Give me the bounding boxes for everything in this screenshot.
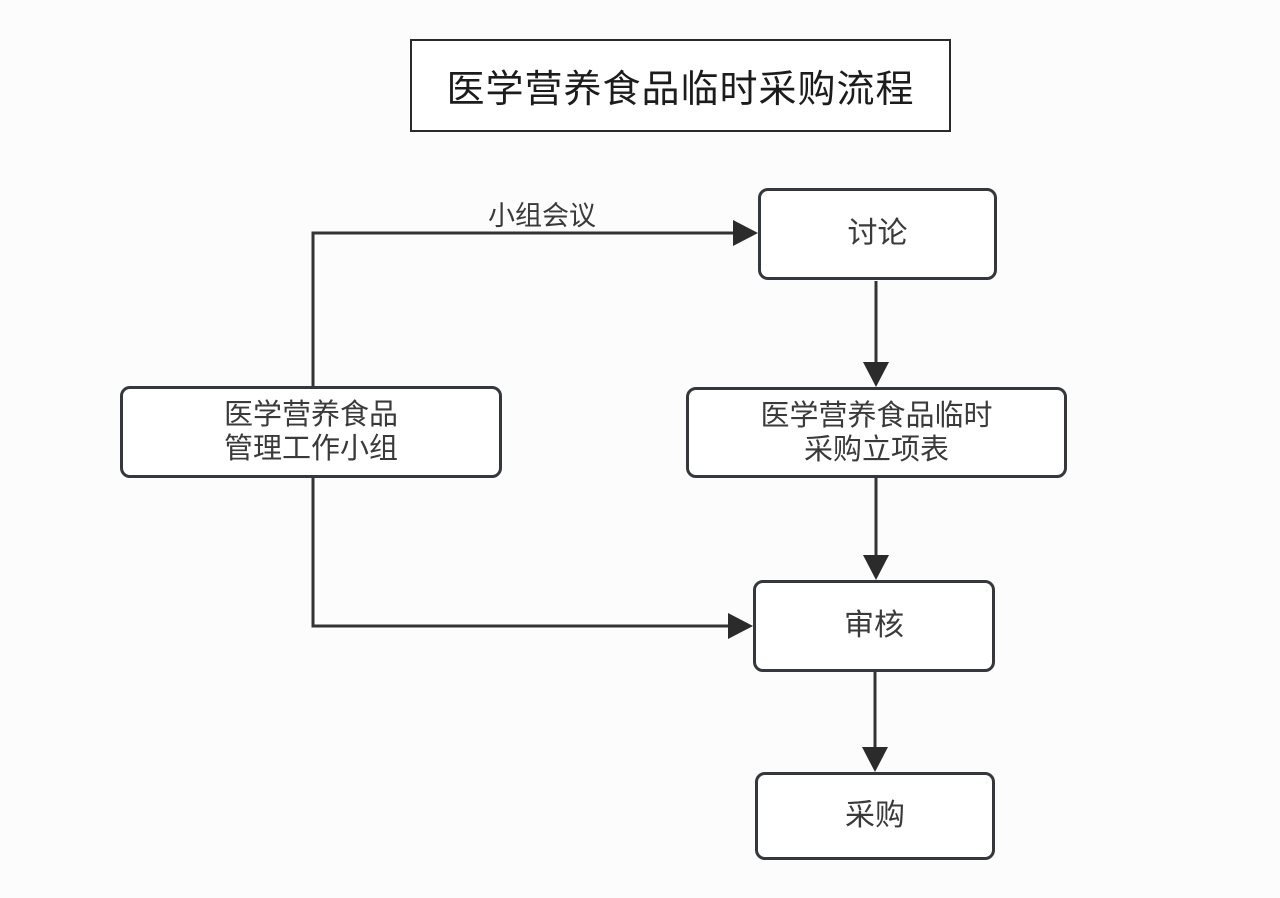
diagram-title-text: 医学营养食品临时采购流程 bbox=[446, 69, 915, 111]
edge-label-group-meeting-text: 小组会议 bbox=[488, 201, 596, 231]
arrowhead-right-icon bbox=[728, 613, 753, 639]
node-review: 审核 bbox=[753, 580, 995, 672]
node-management-group: 医学营养食品 管理工作小组 bbox=[120, 386, 502, 478]
node-project-form-line1: 医学营养食品临时 bbox=[760, 399, 993, 432]
edge-label-group-meeting: 小组会议 bbox=[442, 194, 642, 233]
arrowhead-down-icon bbox=[862, 747, 888, 772]
diagram-title: 医学营养食品临时采购流程 bbox=[410, 39, 951, 132]
edge-form-to-review bbox=[863, 478, 889, 580]
node-management-group-line2: 管理工作小组 bbox=[223, 433, 398, 465]
edge-group-to-discussion bbox=[311, 220, 758, 386]
node-project-form-line2: 采购立项表 bbox=[803, 433, 949, 466]
edge-review-to-purchase bbox=[862, 672, 888, 772]
node-discussion: 讨论 bbox=[758, 188, 997, 280]
node-management-group-line1: 医学营养食品 bbox=[223, 399, 398, 431]
node-discussion-label: 讨论 bbox=[847, 217, 908, 250]
arrowhead-down-icon bbox=[863, 555, 889, 580]
edge-discussion-to-form bbox=[863, 281, 889, 387]
arrowhead-right-icon bbox=[733, 220, 758, 246]
node-project-form: 医学营养食品临时 采购立项表 bbox=[686, 387, 1067, 478]
node-purchase-label: 采购 bbox=[845, 799, 905, 832]
node-review-label: 审核 bbox=[844, 609, 904, 642]
arrowhead-down-icon bbox=[863, 362, 889, 387]
node-purchase: 采购 bbox=[755, 772, 995, 860]
edge-group-to-review bbox=[311, 478, 753, 639]
